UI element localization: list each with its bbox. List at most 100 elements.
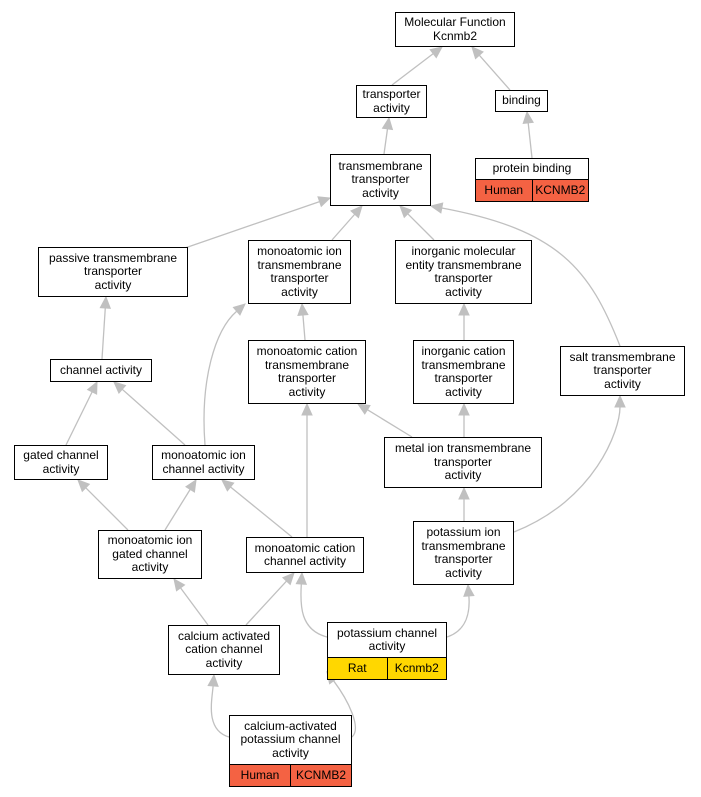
node-label: channel activity xyxy=(59,362,143,377)
edge-monoatomic-ion-gated-to-gated-channel xyxy=(77,479,129,531)
edge-monoatomic-ion-gated-to-monoatomic-ion-channel xyxy=(164,478,197,531)
edge-line xyxy=(164,489,191,531)
node-label: monoatomic ion channel activity xyxy=(161,448,246,476)
edge-line xyxy=(101,307,106,360)
node-label: transporter activity xyxy=(362,87,421,115)
edge-line xyxy=(85,487,129,531)
edge-line xyxy=(333,680,357,738)
node-label: monoatomic cation transmembrane transpor… xyxy=(256,344,358,399)
node-monoatomic-ion-tm[interactable]: monoatomic ion transmembrane transporter… xyxy=(248,240,351,304)
arrowhead xyxy=(317,196,332,208)
edge-binding-to-mf xyxy=(471,46,511,91)
node-monoatomic-ion-channel[interactable]: monoatomic ion channel activity xyxy=(152,445,255,480)
gene-cell: KCNMB2 xyxy=(290,765,351,786)
node-binding[interactable]: binding xyxy=(495,90,548,112)
edge-calcium-activated-cation-to-monoatomic-cation-channel xyxy=(245,572,295,626)
edge-monoatomic-cation-channel-to-monoatomic-cation-tm xyxy=(301,402,313,537)
node-mf[interactable]: Molecular Function Kcnmb2 xyxy=(395,12,515,47)
node-channel[interactable]: channel activity xyxy=(50,359,152,382)
edge-line xyxy=(300,583,328,638)
node-transporter[interactable]: transporter activity xyxy=(356,85,427,118)
edge-channel-to-passive-tm xyxy=(99,295,112,360)
gene-cell: Kcnmb2 xyxy=(386,658,446,679)
arrowhead xyxy=(86,380,98,395)
species-cell: Human xyxy=(230,765,290,786)
node-metal-ion-tm[interactable]: metal ion transmembrane transporter acti… xyxy=(384,437,542,488)
edge-calcium-activated-cation-to-monoatomic-ion-gated xyxy=(173,578,209,626)
species-cell: Human xyxy=(476,180,532,201)
arrowhead xyxy=(281,572,295,586)
node-gated-channel[interactable]: gated channel activity xyxy=(14,445,108,480)
edge-line xyxy=(478,54,511,91)
node-tm-transporter[interactable]: transmembrane transporter activity xyxy=(330,154,431,206)
edge-line xyxy=(65,391,93,446)
node-monoatomic-cation-tm[interactable]: monoatomic cation transmembrane transpor… xyxy=(248,340,366,404)
species-cell: Rat xyxy=(328,658,387,679)
edge-line xyxy=(513,406,621,533)
node-label: gated channel activity xyxy=(23,448,99,476)
arrowhead xyxy=(458,486,470,500)
edge-metal-ion-tm-to-monoatomic-cation-tm xyxy=(356,403,413,438)
arrowhead xyxy=(297,302,309,316)
edge-protein-binding-to-binding xyxy=(522,110,534,159)
arrowhead xyxy=(429,46,443,59)
edge-monoatomic-ion-channel-to-monoatomic-ion-tm xyxy=(203,303,246,446)
node-label: calcium-activated potassium channel acti… xyxy=(240,718,341,760)
arrowhead xyxy=(614,394,626,408)
node-label: calcium activated cation channel activit… xyxy=(177,628,271,670)
node-label: transmembrane transporter activity xyxy=(338,158,423,200)
edge-tm-transporter-to-transporter xyxy=(381,116,394,155)
arrowhead xyxy=(185,478,197,493)
edge-line xyxy=(210,685,230,738)
node-monoatomic-cation-channel[interactable]: monoatomic cation channel activity xyxy=(246,537,364,573)
edge-line xyxy=(407,213,435,241)
node-label: inorganic molecular entity transmembrane… xyxy=(405,244,522,299)
node-label: inorganic cation transmembrane transport… xyxy=(421,344,506,399)
node-passive-tm[interactable]: passive transmembrane transporter activi… xyxy=(38,247,188,297)
edge-salt-tm-to-tm-transporter xyxy=(429,202,621,347)
arrowhead xyxy=(173,578,186,592)
node-label: monoatomic ion transmembrane transporter… xyxy=(257,244,342,299)
arrowhead xyxy=(232,303,246,316)
edge-potassium-ion-tm-to-metal-ion-tm xyxy=(458,486,470,521)
edge-transporter-to-mf xyxy=(391,46,443,86)
arrowhead xyxy=(77,479,91,493)
edge-potassium-channel-to-potassium-ion-tm xyxy=(446,583,475,638)
edge-line xyxy=(230,486,293,538)
node-inorganic-molecular[interactable]: inorganic molecular entity transmembrane… xyxy=(395,240,532,304)
node-inorganic-cation-tm[interactable]: inorganic cation transmembrane transport… xyxy=(413,340,514,404)
edge-monoatomic-cation-tm-to-monoatomic-ion-tm xyxy=(297,302,309,341)
edge-line xyxy=(367,409,413,438)
arrowhead xyxy=(301,402,313,416)
node-label: protein binding xyxy=(492,161,572,176)
gene-cell: KCNMB2 xyxy=(531,180,588,201)
node-calcium-activated-cation[interactable]: calcium activated cation channel activit… xyxy=(168,625,280,675)
edge-line xyxy=(302,314,306,341)
arrowhead xyxy=(221,479,235,492)
node-salt-tm[interactable]: salt transmembrane transporter activity xyxy=(560,346,685,396)
edge-potassium-ion-tm-to-salt-tm xyxy=(513,394,626,533)
edge-metal-ion-tm-to-inorganic-cation-tm xyxy=(458,402,470,437)
edge-line xyxy=(245,580,288,626)
edge-line xyxy=(180,587,209,626)
node-ca-activated-k-channel[interactable]: calcium-activated potassium channel acti… xyxy=(229,715,352,787)
edge-line xyxy=(383,128,389,155)
edge-gated-channel-to-channel xyxy=(65,380,98,446)
edge-inorganic-molecular-to-tm-transporter xyxy=(399,205,435,241)
arrowhead xyxy=(463,583,475,597)
node-label: metal ion transmembrane transporter acti… xyxy=(394,441,532,483)
edge-potassium-channel-to-monoatomic-cation-channel xyxy=(295,571,328,638)
edge-monoatomic-cation-channel-to-monoatomic-ion-channel xyxy=(221,479,293,538)
node-potassium-ion-tm[interactable]: potassium ion transmembrane transporter … xyxy=(413,521,514,585)
node-monoatomic-ion-gated[interactable]: monoatomic ion gated channel activity xyxy=(98,530,202,579)
arrowhead xyxy=(381,116,394,131)
arrowhead xyxy=(399,205,413,219)
edge-inorganic-cation-tm-to-inorganic-molecular xyxy=(458,302,470,340)
arrowhead xyxy=(458,402,470,416)
